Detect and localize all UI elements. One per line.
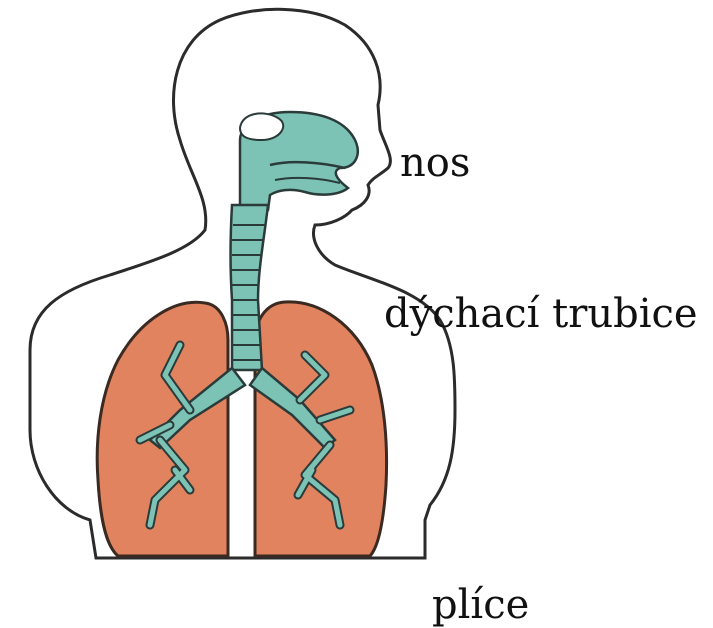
label-nose: nos [400, 143, 470, 183]
label-trachea: dýchací trubice [384, 294, 698, 334]
label-lungs: plíce [432, 585, 529, 625]
sinus [240, 113, 283, 140]
